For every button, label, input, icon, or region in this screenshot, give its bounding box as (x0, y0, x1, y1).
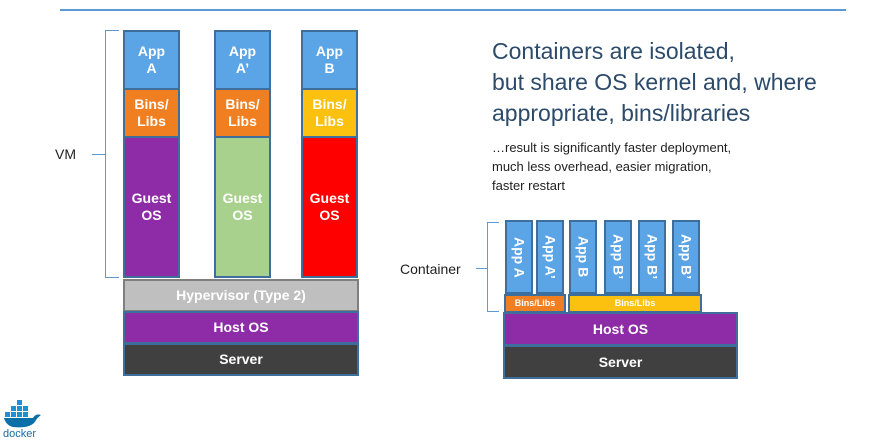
container-bracket (487, 222, 499, 312)
container-app-b-prime-label-2: App B’ (644, 234, 661, 280)
vm-app-a-prime-box: App A’ (214, 30, 271, 90)
vm-guest-os-a-box: Guest OS (123, 136, 180, 278)
hypervisor-layer: Hypervisor (Type 2) (123, 279, 359, 312)
subtext-line-1: …result is significantly faster deployme… (492, 140, 732, 155)
container-app-a-box: App A (505, 220, 533, 294)
container-bins-b-box: Bins/Libs (568, 294, 702, 313)
container-app-b-box: App B (569, 220, 597, 294)
container-server-layer: Server (503, 345, 738, 379)
container-app-b-label: App B (575, 236, 592, 278)
container-app-b-prime-box-1: App B’ (604, 220, 632, 294)
vm-label: VM (55, 146, 76, 162)
container-app-a-prime-label: App A’ (542, 235, 559, 279)
subtext-line-2: much less overhead, easier migration, (492, 159, 712, 174)
vm-bins-a-box: Bins/ Libs (123, 88, 180, 138)
headline-line-3: appropriate, bins/libraries (492, 100, 751, 126)
container-app-b-prime-box-2: App B’ (638, 220, 666, 294)
container-app-b-prime-label-3: App B’ (678, 234, 695, 280)
headline-line-2: but share OS kernel and, where (492, 69, 817, 95)
container-app-a-prime-box: App A’ (536, 220, 564, 294)
vm-bins-a-prime-box: Bins/ Libs (214, 88, 271, 138)
vm-server-layer: Server (123, 343, 359, 376)
container-bracket-tick (476, 268, 487, 269)
container-app-a-label: App A (511, 236, 528, 278)
container-bins-a-box: Bins/Libs (504, 294, 566, 313)
vm-app-a-box: App A (123, 30, 180, 90)
vm-host-os-layer: Host OS (123, 311, 359, 344)
docker-whale-icon (4, 400, 41, 428)
container-app-b-prime-label-1: App B’ (610, 234, 627, 280)
headline-line-1: Containers are isolated, (492, 38, 735, 64)
vm-bracket (105, 30, 119, 278)
subtext-line-3: faster restart (492, 178, 565, 193)
container-app-b-prime-box-3: App B’ (672, 220, 700, 294)
vm-app-b-box: App B (301, 30, 358, 90)
container-label: Container (400, 261, 461, 277)
vm-bracket-tick (92, 154, 105, 155)
docker-logo-text: docker (3, 428, 37, 440)
container-host-os-layer: Host OS (503, 312, 738, 346)
vm-guest-os-a-prime-box: Guest OS (214, 136, 271, 278)
vm-guest-os-b-box: Guest OS (301, 136, 358, 278)
vm-bins-b-box: Bins/ Libs (301, 88, 358, 138)
top-divider-line (60, 9, 846, 11)
